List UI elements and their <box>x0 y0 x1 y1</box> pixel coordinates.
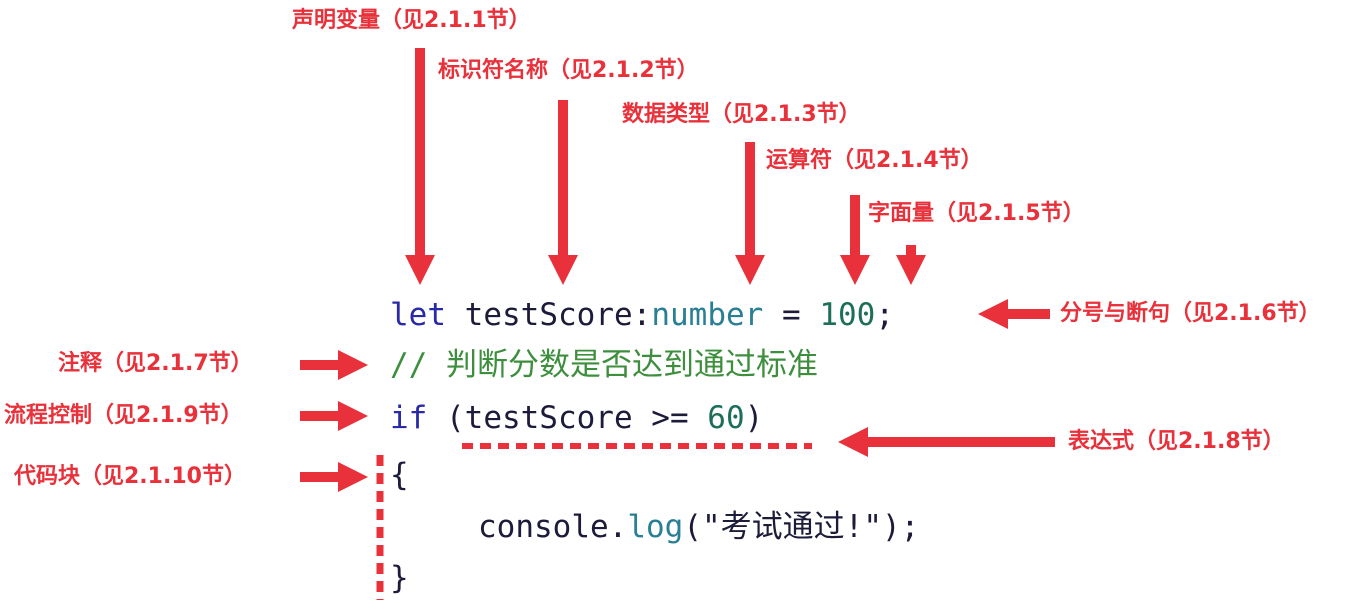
label-operator: 运算符（见2.1.4节） <box>766 148 983 173</box>
arrow-semicolon-shaft <box>1005 309 1050 319</box>
open-brace: { <box>390 457 409 493</box>
arrow-operator-head <box>840 255 870 285</box>
arrow-declare-head <box>405 255 435 285</box>
arrow-comment-head <box>338 350 368 380</box>
condition-open: (testScore >= <box>427 400 708 436</box>
arrow-comment-shaft <box>300 360 340 370</box>
assign-operator: = <box>763 297 820 333</box>
arrow-flow-head <box>338 401 368 431</box>
comment-text: // 判断分数是否达到通过标准 <box>390 347 818 383</box>
keyword-let: let <box>390 297 446 333</box>
arrow-operator-shaft <box>850 195 860 258</box>
log-function: log <box>627 509 684 545</box>
type-number: number <box>651 297 764 333</box>
label-flow-control: 流程控制（见2.1.9节） <box>4 403 243 428</box>
arrow-semicolon-head <box>978 299 1008 329</box>
type-colon: : <box>632 297 652 333</box>
keyword-if: if <box>390 400 428 436</box>
arrow-flow-shaft <box>300 411 340 421</box>
code-line-if: if (testScore >= 60) <box>390 403 763 434</box>
arrow-identifier-shaft <box>558 100 568 258</box>
semicolon: ; <box>875 297 894 333</box>
label-expression: 表达式（见2.1.8节） <box>1068 429 1285 454</box>
label-identifier-name: 标识符名称（见2.1.2节） <box>438 58 699 83</box>
log-arguments: ("考试通过!"); <box>683 509 920 545</box>
label-semicolon: 分号与断句（见2.1.6节） <box>1060 301 1321 326</box>
label-declare-variable: 声明变量（见2.1.1节） <box>292 8 531 33</box>
condition-close: ) <box>744 400 764 436</box>
code-line-declaration: let testScore:number = 100; <box>390 300 894 331</box>
code-line-comment: // 判断分数是否达到通过标准 <box>390 350 818 381</box>
arrow-type-shaft <box>745 142 755 258</box>
close-brace: } <box>390 560 409 596</box>
label-literal: 字面量（见2.1.5节） <box>868 201 1085 226</box>
label-data-type: 数据类型（见2.1.3节） <box>622 102 861 127</box>
arrow-expression-shaft <box>865 437 1055 447</box>
code-line-close-brace: } <box>390 563 409 594</box>
arrow-declare-shaft <box>415 48 425 258</box>
code-line-console: console.log("考试通过!"); <box>478 512 919 543</box>
label-code-block: 代码块（见2.1.10节） <box>14 464 246 489</box>
arrow-expression-head <box>838 427 868 457</box>
literal-100: 100 <box>819 297 876 333</box>
identifier-testscore: testScore <box>464 297 633 333</box>
arrow-literal-shaft <box>906 245 916 258</box>
literal-60: 60 <box>707 400 745 436</box>
arrow-block-shaft <box>300 472 340 482</box>
console-object: console <box>478 509 609 545</box>
arrow-literal-head <box>896 255 926 285</box>
arrow-identifier-head <box>548 255 578 285</box>
arrow-block-head <box>338 462 368 492</box>
arrow-type-head <box>735 255 765 285</box>
dot-operator: . <box>608 509 628 545</box>
code-line-open-brace: { <box>390 460 409 491</box>
label-comment: 注释（见2.1.7节） <box>58 351 253 376</box>
